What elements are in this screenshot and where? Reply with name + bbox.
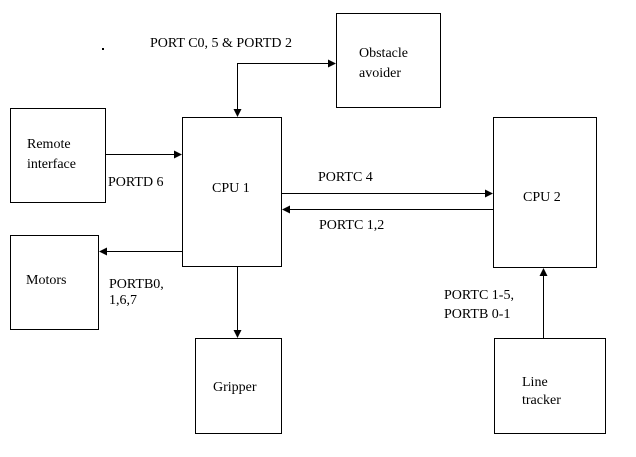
- cpu1-to-cpu2-label: PORTC 4: [318, 170, 373, 185]
- line-tracker-box: [494, 338, 606, 434]
- obstacle-avoider-box: [336, 13, 441, 108]
- cpu1-obstacle-label: PORT C0, 5 & PORTD 2: [150, 36, 292, 51]
- arrowhead: [233, 330, 242, 338]
- remote-interface-label: Remote interface: [27, 137, 76, 172]
- remote-cpu1-label: PORTD 6: [108, 175, 164, 190]
- arrowhead: [282, 205, 290, 214]
- obstacle-avoider-label: Obstacle avoider: [359, 46, 411, 81]
- line-tracker-label: Line tracker: [522, 375, 561, 408]
- arrowhead: [174, 150, 182, 159]
- cpu2-label: CPU 2: [523, 190, 561, 205]
- arrowhead: [485, 189, 493, 198]
- motors-label: Motors: [26, 273, 66, 288]
- remote-interface-box: [10, 108, 106, 203]
- arrowhead: [328, 59, 336, 68]
- stray-dot: [102, 48, 104, 50]
- arrowhead: [99, 247, 107, 256]
- arrowhead: [539, 268, 548, 276]
- cpu2-to-cpu1-label: PORTC 1,2: [319, 218, 384, 233]
- tracker-cpu2-label: PORTC 1-5, PORTB 0-1: [444, 288, 517, 322]
- cpu1-label: CPU 1: [212, 181, 250, 196]
- cpu1-obstacle-connector: [237, 63, 329, 112]
- motors-box: [10, 235, 99, 330]
- gripper-box: [195, 338, 282, 434]
- arrowhead: [233, 109, 242, 117]
- cpu1-motors-label: PORTB0, 1,6,7: [109, 277, 167, 308]
- cpu1-box: [182, 117, 282, 267]
- cpu2-box: [493, 117, 597, 268]
- gripper-label: Gripper: [213, 380, 257, 395]
